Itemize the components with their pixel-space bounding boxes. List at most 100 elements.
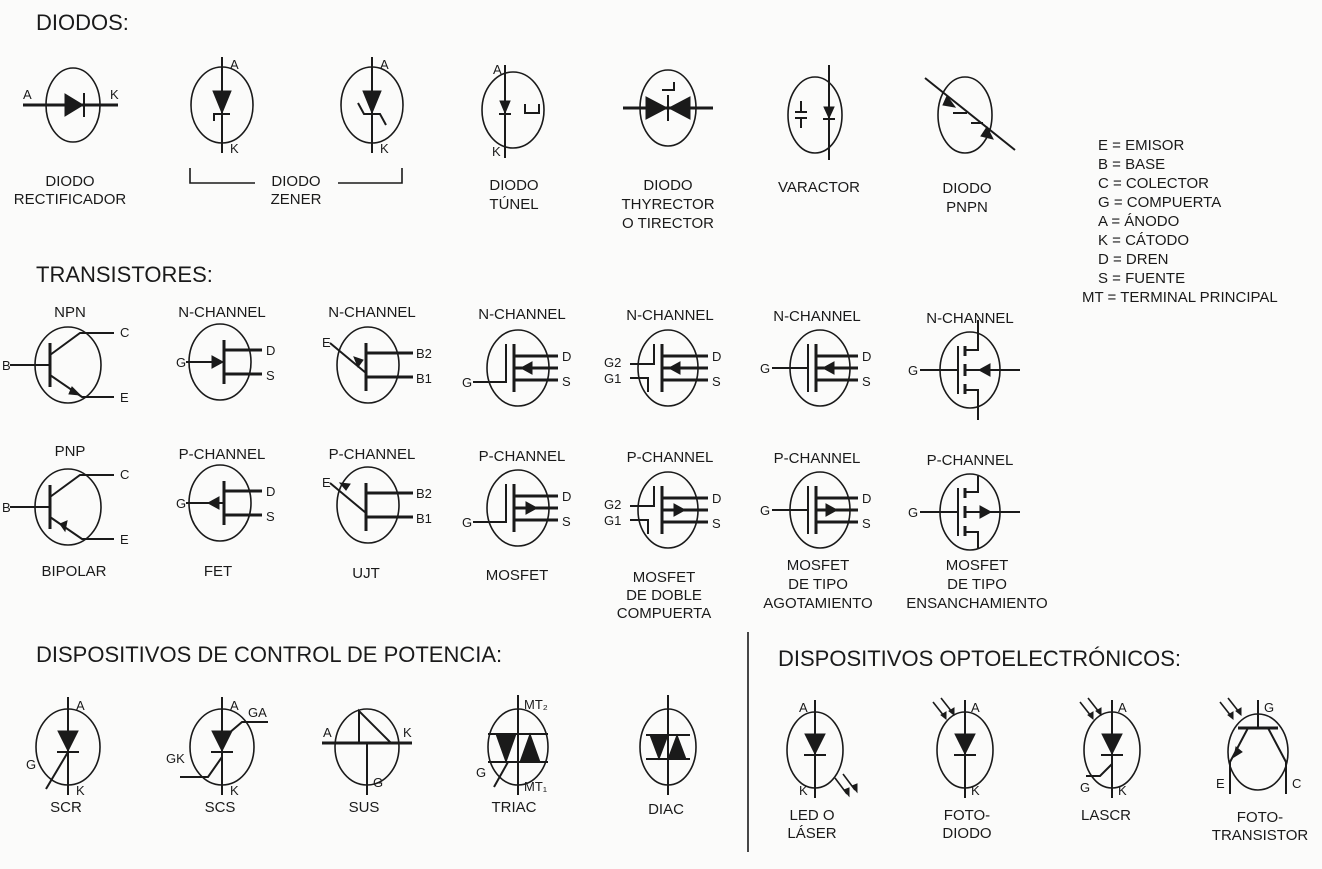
heading-power: DISPOSITIVOS DE CONTROL DE POTENCIA: [36,642,502,667]
pin-label: MT₂ [524,697,548,712]
pin-label: A [76,698,85,713]
label: DIODO [45,173,94,190]
symbol-p-channel-dual-gate-mosfet: G2 G1 D S [604,471,721,549]
pin-label: D [266,343,275,358]
pin-label: A [799,700,808,715]
label: TRIAC [492,799,537,816]
symbol-thyrector-diode [623,69,713,147]
pin-label: S [862,374,871,389]
symbol-p-channel-fet: G D S [176,464,275,542]
legend-item: C = COLECTOR [1098,175,1209,192]
label: LED O [789,807,834,824]
label: DE TIPO [947,576,1007,593]
label: DIODO [643,177,692,194]
pin-label: C [1292,776,1301,791]
symbol-n-channel-mosfet: G D S [462,329,571,407]
pin-label: K [380,141,389,156]
pin-label: K [403,725,412,740]
label: THYRECTOR [621,196,714,213]
label: FOTO- [1237,809,1283,826]
pin-label: G [908,363,918,378]
type-label: PNP [55,443,86,460]
label: MOSFET [946,557,1009,574]
type-label: N-CHANNEL [626,307,714,324]
pin-label: K [230,783,239,798]
pin-label: S [712,374,721,389]
symbol-p-channel-depletion-mosfet: G D S [760,471,871,549]
pin-label: B1 [416,511,432,526]
pin-label: B2 [416,346,432,361]
legend-item: D = DREN [1098,251,1168,268]
type-label: N-CHANNEL [328,304,416,321]
symbol-n-channel-enhancement-mosfet: G [908,320,1020,420]
symbol-photodiode: A K [932,697,994,798]
symbol-lascr: A K G [1079,697,1141,798]
symbol-rectifier-diode: A K [23,67,119,143]
label: LASCR [1081,807,1131,824]
pin-label: A [971,700,980,715]
heading-transistors: TRANSISTORES: [36,262,213,287]
label: LÁSER [787,825,836,842]
label: DIODO [271,173,320,190]
legend-item: MT = TERMINAL PRINCIPAL [1082,289,1278,306]
label: TÚNEL [489,196,538,213]
pin-label: D [562,489,571,504]
type-label: N-CHANNEL [178,304,266,321]
zener-bracket-left [189,168,255,184]
label: BIPOLAR [41,563,106,580]
pin-label: K [799,783,808,798]
symbol-zener-diode-alt: A K [340,57,404,156]
pin-label: G1 [604,513,621,528]
label: ENSANCHAMIENTO [906,595,1047,612]
pin-label: B1 [416,371,432,386]
label: DE TIPO [788,576,848,593]
heading-opto: DISPOSITIVOS OPTOELECTRÓNICOS: [778,646,1181,671]
type-label: P-CHANNEL [479,448,566,465]
symbol-npn-transistor: C B E [2,325,129,405]
pin-label: G [1080,780,1090,795]
symbol-varactor [787,65,843,160]
pin-label: S [562,374,571,389]
type-label: NPN [54,304,86,321]
legend-item: G = COMPUERTA [1098,194,1221,211]
symbol-p-channel-ujt: E B2 B1 [322,466,432,544]
symbol-phototransistor: G E C [1216,697,1301,794]
symbol-pnpn-diode [924,76,1016,154]
label: SCR [50,799,82,816]
pin-label: C [120,467,129,482]
symbol-n-channel-dual-gate-mosfet: G2 G1 D S [604,329,721,407]
pin-label: G2 [604,355,621,370]
label: SCS [205,799,236,816]
symbol-zener-diode: A K [190,57,254,156]
pin-label: G [1264,700,1274,715]
pin-label: G [760,503,770,518]
label: DE DOBLE [626,587,702,604]
label: RECTIFICADOR [14,191,127,208]
pin-label: A [380,57,389,72]
pin-label: K [971,783,980,798]
pin-label: S [266,509,275,524]
pin-label: S [862,516,871,531]
pin-label: A [23,87,32,102]
label: SUS [349,799,380,816]
label: FET [204,563,232,580]
label: MOSFET [486,567,549,584]
pin-label: E [120,390,129,405]
pin-label: G [176,496,186,511]
label: FOTO- [944,807,990,824]
type-label: P-CHANNEL [329,446,416,463]
pin-label: K [1118,783,1127,798]
pin-label: A [230,57,239,72]
label: DIODO [942,825,991,842]
pin-label: G [373,775,383,790]
abbreviation-legend: E = EMISOR B = BASE C = COLECTOR G = COM… [1082,137,1278,306]
pin-label: D [862,491,871,506]
symbol-triac: MT₂ MT₁ G [476,695,549,795]
label: UJT [352,565,380,582]
type-label: P-CHANNEL [627,449,714,466]
symbol-tunnel-diode: A K [481,62,545,159]
pin-label: E [120,532,129,547]
pin-label: G [908,505,918,520]
pin-label: G2 [604,497,621,512]
